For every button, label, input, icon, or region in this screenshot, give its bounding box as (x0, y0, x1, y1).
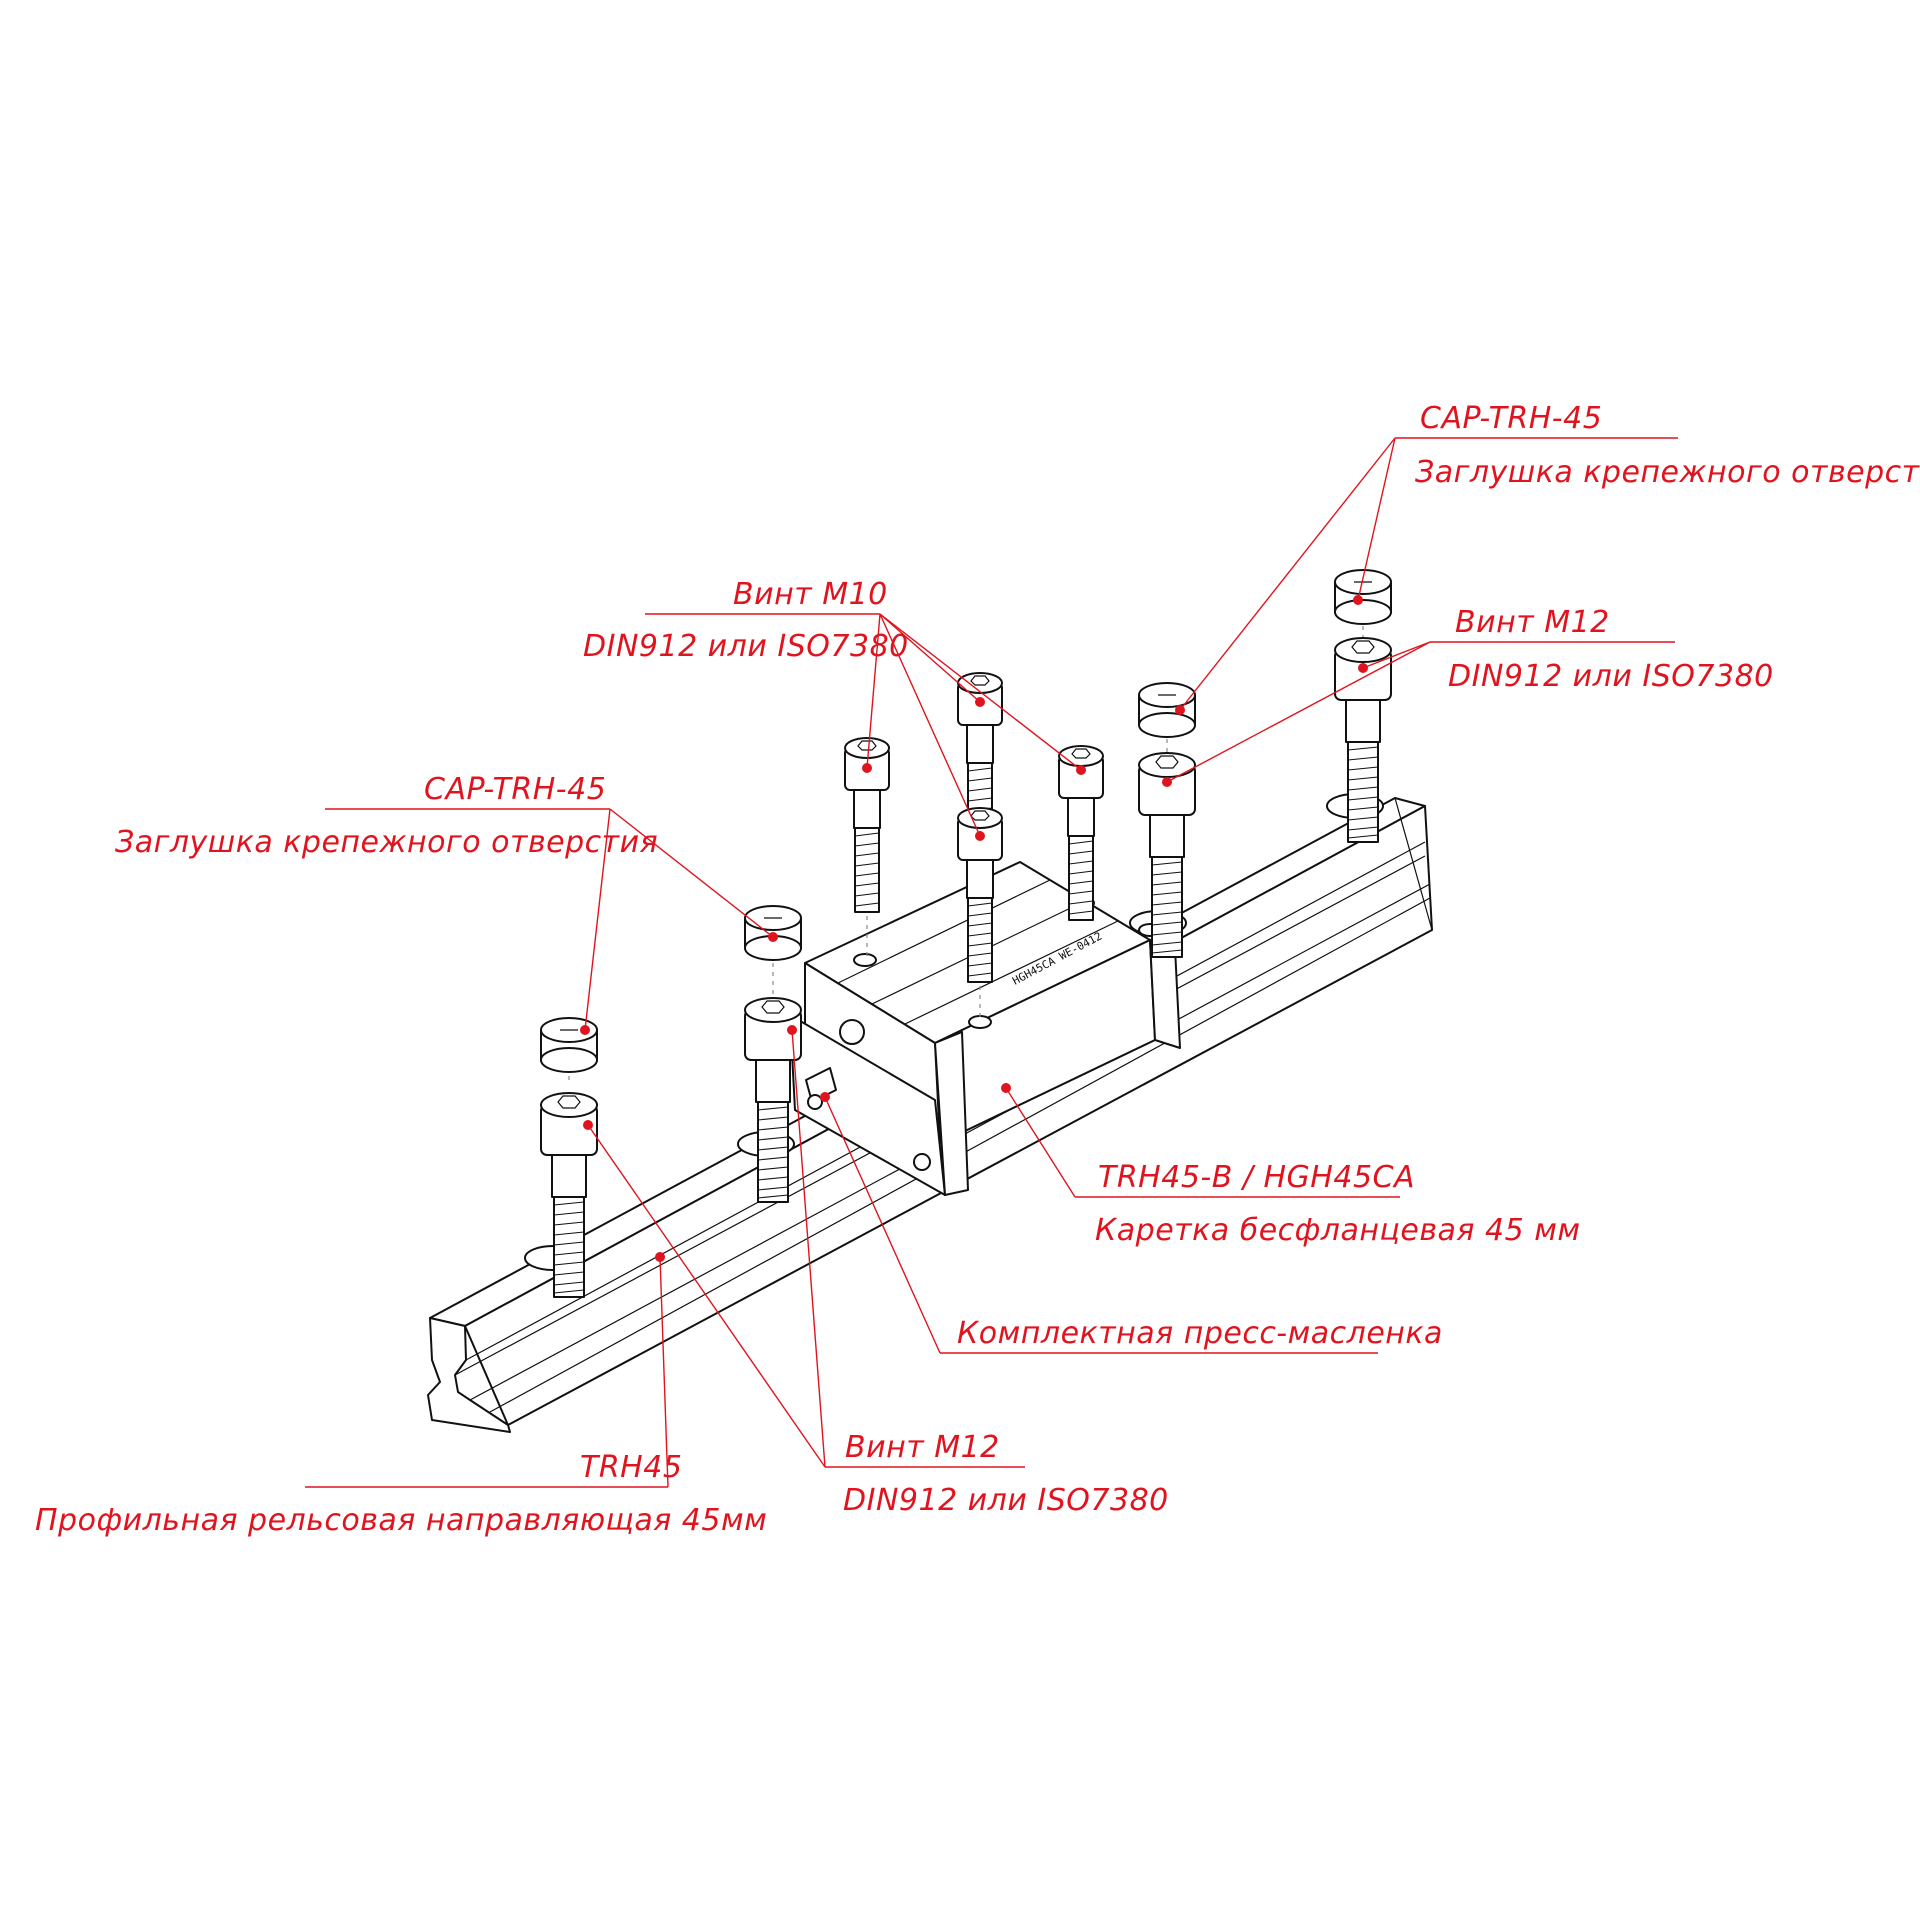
carriage-code: TRH45-B / HGH45CA (1098, 1160, 1415, 1195)
screw-m10-code: Винт М10 (733, 577, 888, 612)
cap-left-code: CAP-TRH-45 (424, 772, 606, 807)
cap-top-right-desc: Заглушка крепежного отверстия (1415, 455, 1920, 490)
rail-desc: Профильная рельсовая направляющая 45мм (35, 1503, 767, 1538)
screw-m12-bottom-code: Винт М12 (845, 1430, 1000, 1465)
carriage-hole-1 (853, 953, 877, 967)
callout-screw-m10: Винт М10 DIN912 или ISO7380 (583, 577, 1086, 841)
callout-grease-nipple: Комплектная пресс-масленка (820, 1092, 1443, 1354)
callout-carriage: TRH45-B / HGH45CA Каретка бесфланцевая 4… (1001, 1083, 1580, 1248)
cap-1 (540, 1017, 598, 1073)
rail-code: TRH45 (580, 1450, 682, 1485)
callout-cap-left: CAP-TRH-45 Заглушка крепежного отверстия (115, 772, 778, 1035)
screw-m12-top-code: Винт М12 (1455, 605, 1610, 640)
screw-m12-bottom-desc: DIN912 или ISO7380 (843, 1483, 1169, 1518)
callout-cap-top-right: CAP-TRH-45 Заглушка крепежного отверстия (1175, 401, 1920, 715)
grease-nipple-desc: Комплектная пресс-масленка (957, 1316, 1443, 1351)
seal-screw (913, 1153, 931, 1171)
cap-3 (1138, 682, 1196, 738)
carriage-desc: Каретка бесфланцевая 45 мм (1095, 1213, 1580, 1248)
cap-left-desc: Заглушка крепежного отверстия (115, 825, 658, 860)
carriage-hole-2 (968, 1015, 992, 1029)
grease-nipple (805, 1019, 865, 1110)
cap-top-right-code: CAP-TRH-45 (1420, 401, 1602, 436)
callout-rail: TRH45 Профильная рельсовая направляющая … (35, 1252, 767, 1538)
callout-screw-m12-bottom: Винт М12 DIN912 или ISO7380 (583, 1025, 1169, 1518)
screw-m10-desc: DIN912 или ISO7380 (583, 629, 909, 664)
callout-screw-m12-top: Винт М12 DIN912 или ISO7380 (1162, 605, 1774, 787)
screw-m12-top-desc: DIN912 или ISO7380 (1448, 659, 1774, 694)
